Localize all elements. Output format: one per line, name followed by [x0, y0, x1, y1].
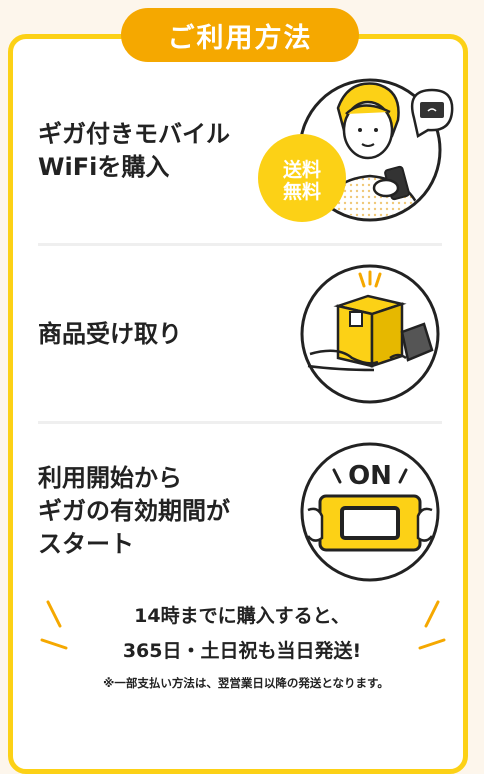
person-with-smartphone-icon: 送料 無料	[258, 78, 454, 222]
on-label: ON	[348, 461, 392, 491]
step-1-line-2: WiFiを購入	[38, 153, 170, 181]
divider-2	[38, 421, 442, 424]
package-delivery-icon	[300, 264, 440, 404]
step-3-line-3: スタート	[38, 530, 134, 558]
shipping-note-line-1: 14時までに購入すると、	[134, 605, 350, 627]
step-3-line-1: 利用開始から	[38, 464, 182, 492]
step-2-title: 商品受け取り	[38, 318, 182, 351]
step-2-line-1: 商品受け取り	[38, 320, 182, 348]
free-shipping-badge-line-2: 無料	[283, 180, 321, 203]
page-title: ご利用方法	[121, 8, 359, 62]
accent-lines-right-icon	[418, 600, 446, 650]
free-shipping-badge-line-1: 送料	[283, 158, 321, 181]
divider-1	[38, 243, 442, 246]
payment-footnote: ※一部支払い方法は、翌営業日以降の発送となります。	[103, 676, 389, 690]
wifi-router-on-icon: ON	[300, 442, 440, 582]
step-1-title: ギガ付きモバイル WiFiを購入	[38, 118, 230, 184]
step-1-line-1: ギガ付きモバイル	[38, 120, 230, 148]
accent-lines-left-icon	[40, 600, 68, 650]
shipping-note-line-2: 365日・土日祝も当日発送!	[122, 640, 362, 662]
step-3-title: 利用開始から ギガの有効期間が スタート	[38, 462, 230, 561]
step-3-line-2: ギガの有効期間が	[38, 497, 230, 525]
